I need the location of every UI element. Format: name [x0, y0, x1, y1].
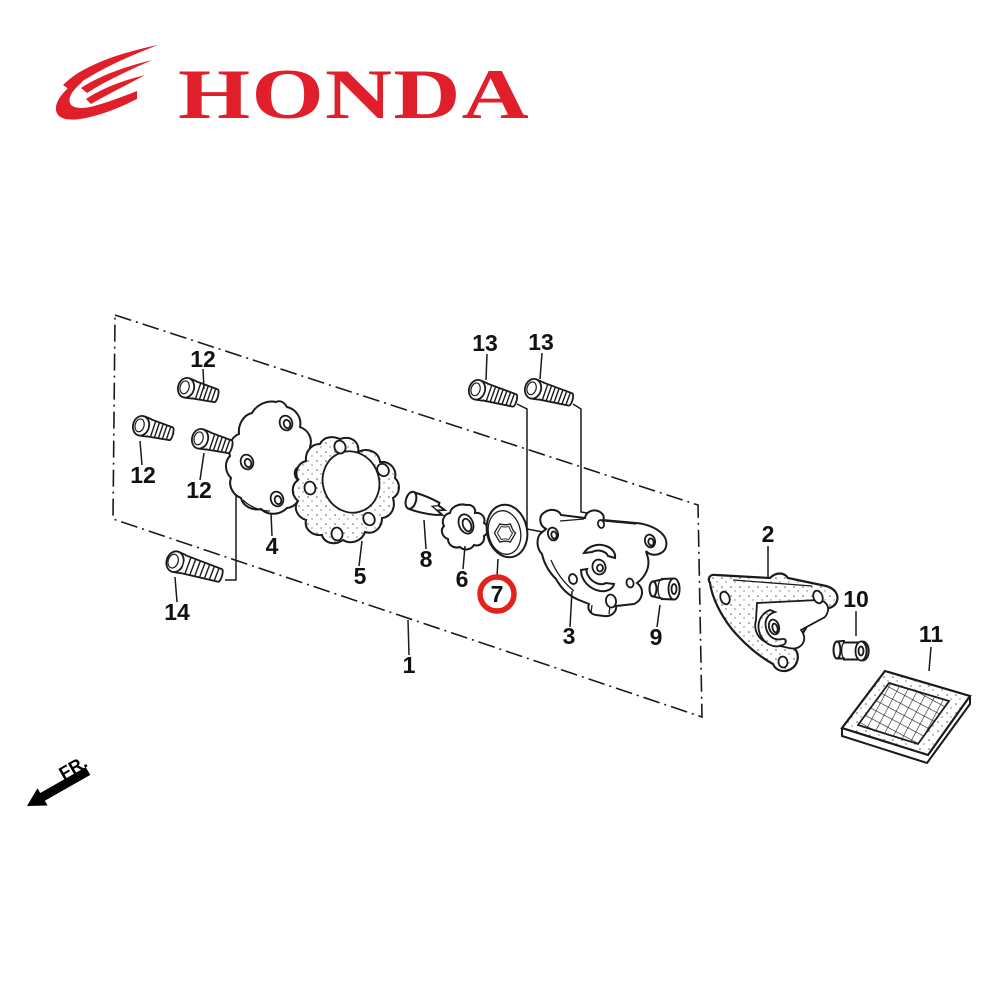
leader-14 [174, 576, 178, 603]
leader-7 [496, 558, 499, 578]
leader-13b [539, 352, 543, 380]
leader-6 [462, 545, 466, 570]
highlight-circle-part-7 [477, 574, 517, 614]
part-8-drive-pin [404, 490, 448, 516]
callout-4[interactable]: 4 [266, 533, 279, 559]
callout-8[interactable]: 8 [420, 546, 433, 572]
callout-2[interactable]: 2 [762, 521, 775, 547]
part-6-inner-rotor [440, 503, 489, 551]
leader-11 [928, 646, 932, 672]
leader-1 [407, 619, 410, 656]
callout-11[interactable]: 11 [919, 621, 944, 647]
honda-logo: HONDA [55, 45, 530, 134]
assoc-line-bolt14 [225, 481, 237, 581]
honda-wordmark: HONDA [178, 56, 530, 134]
leader-5 [358, 540, 363, 567]
callout-12b[interactable]: 12 [130, 462, 156, 488]
callout-9[interactable]: 9 [650, 624, 663, 650]
callout-13a[interactable]: 13 [472, 330, 498, 356]
leader-9 [656, 604, 661, 628]
leader-4 [270, 512, 273, 537]
part-10-collar [832, 639, 870, 662]
part-4-cover-plate [225, 400, 316, 515]
leader-12a [202, 368, 205, 390]
callout-14[interactable]: 14 [164, 599, 190, 625]
part-1-assembly-boundary [112, 313, 703, 719]
leader-13a [485, 353, 488, 381]
callout-3[interactable]: 3 [563, 623, 576, 649]
callout-13b[interactable]: 13 [528, 329, 554, 355]
front-direction-arrow-icon [27, 767, 91, 806]
leader-12b [139, 440, 143, 466]
callout-7[interactable]: 7 [491, 581, 504, 607]
callout-12a[interactable]: 12 [190, 346, 216, 372]
part-5-gasket [291, 436, 400, 545]
callout-10[interactable]: 10 [843, 586, 869, 612]
leader-lines [139, 352, 932, 672]
callout-6[interactable]: 6 [456, 566, 469, 592]
callout-5[interactable]: 5 [354, 563, 367, 589]
honda-wing-icon [55, 45, 158, 120]
leader-12c [199, 452, 205, 481]
callout-12c[interactable]: 12 [186, 477, 212, 503]
part-3-pump-body [536, 508, 668, 618]
part-7-outer-rotor [485, 503, 529, 559]
part-9-collar [648, 577, 681, 601]
part-2-gasket [707, 572, 839, 673]
part-11-strainer-screen [840, 669, 972, 765]
leader-8 [423, 519, 427, 550]
callout-1[interactable]: 1 [403, 652, 416, 678]
leader-3 [569, 590, 573, 628]
assoc-line-bolt13a [516, 403, 544, 533]
